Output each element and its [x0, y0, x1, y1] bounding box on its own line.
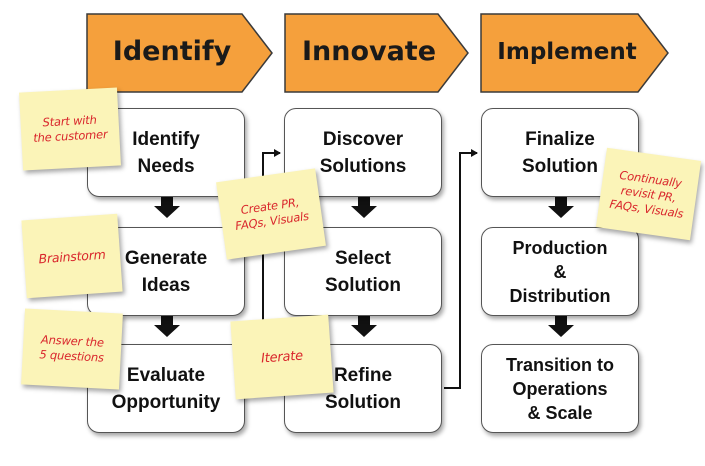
- down-arrow-implement-1: [548, 197, 574, 218]
- header-implement: Implement: [497, 39, 637, 65]
- sticky-iterate: Iterate: [230, 314, 334, 400]
- header-chevron-identify: [86, 13, 273, 93]
- down-arrow-identify-1: [154, 197, 180, 218]
- box-transition-operations: Transition to Operations & Scale: [481, 344, 639, 433]
- box-discover-solutions: Discover Solutions: [284, 108, 442, 197]
- header-chevron-innovate: [284, 13, 469, 93]
- connector-identify-to-innovate: [262, 149, 281, 323]
- sticky-continually-revisit: Continually revisit PR, FAQs, Visuals: [595, 147, 702, 241]
- header-identify: Identify: [112, 36, 232, 67]
- down-arrow-innovate-1: [351, 197, 377, 218]
- down-arrow-identify-2: [154, 316, 180, 337]
- down-arrow-innovate-2: [351, 316, 377, 337]
- sticky-create-pr: Create PR, FAQs, Visuals: [216, 168, 326, 260]
- header-innovate: Innovate: [301, 36, 437, 67]
- sticky-answer-questions: Answer the 5 questions: [21, 308, 123, 390]
- header-chevron-implement: [480, 13, 669, 93]
- down-arrow-implement-2: [548, 316, 574, 337]
- sticky-start-with-customer: Start with the customer: [19, 87, 121, 171]
- sticky-brainstorm: Brainstorm: [21, 213, 123, 299]
- box-production-distribution: Production & Distribution: [481, 227, 639, 316]
- connector-innovate-to-implement: [444, 149, 478, 389]
